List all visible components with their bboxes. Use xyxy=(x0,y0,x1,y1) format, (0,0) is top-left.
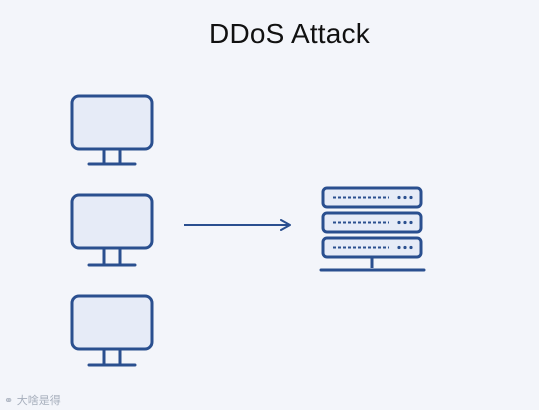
diagram-title: DDoS Attack xyxy=(209,18,370,49)
server-rack-icon xyxy=(319,186,426,272)
monitor-icon xyxy=(70,294,154,367)
monitor-icon xyxy=(70,94,154,166)
watermark: ⚭ 大啥是得 xyxy=(4,394,61,407)
monitor-icon xyxy=(70,193,154,267)
